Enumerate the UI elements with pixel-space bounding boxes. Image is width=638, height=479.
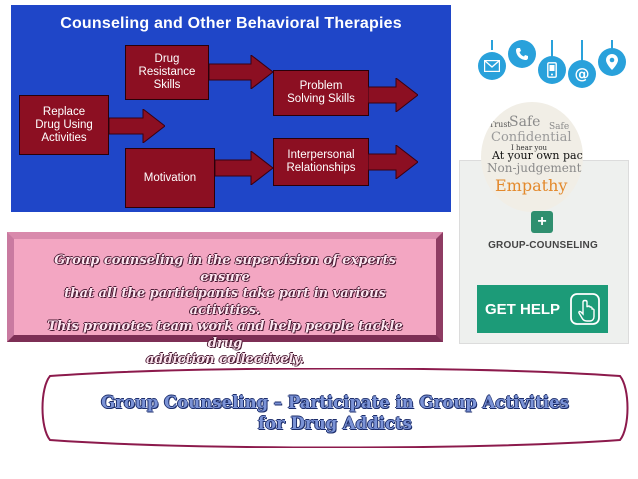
- wordcloud-word: At your own pace: [492, 149, 583, 162]
- box-drug-resistance: Drug Resistance Skills: [125, 45, 209, 100]
- plus-icon[interactable]: +: [531, 211, 553, 233]
- banner-title: Group Counseling – Participate in Group …: [40, 392, 630, 434]
- wordcloud-word: Trust: [489, 120, 511, 129]
- mail-icon[interactable]: [478, 52, 506, 80]
- arrow-icon: [368, 78, 418, 112]
- wordcloud-word: Safe: [549, 122, 570, 132]
- banner-line: Group Counseling – Participate in Group …: [101, 393, 569, 412]
- therapy-title: Counseling and Other Behavioral Therapie…: [60, 15, 402, 32]
- quote-line: This promotes team work and help people …: [47, 319, 403, 351]
- banner-line: for Drug Addicts: [258, 414, 412, 433]
- wordcloud-word: I hear you: [511, 144, 548, 152]
- arrow-icon: [368, 145, 418, 179]
- contact-connector: [491, 40, 613, 62]
- wordcloud-image: Trust Safe Safe Confidential I hear you …: [481, 102, 583, 212]
- svg-text:@: @: [575, 66, 590, 82]
- wordcloud-word: Confidential: [491, 130, 572, 145]
- mobile-icon[interactable]: [538, 56, 566, 84]
- box-motivation: Motivation: [125, 148, 215, 208]
- therapy-diagram-panel: Counseling and Other Behavioral Therapie…: [11, 5, 451, 212]
- box-problem-solving: Problem Solving Skills: [273, 70, 369, 116]
- get-help-label: GET HELP: [485, 300, 561, 318]
- phone-icon[interactable]: [508, 40, 536, 68]
- quote-line: addiction collectively.: [146, 352, 304, 367]
- quote-line: Group counseling in the supervision of e…: [54, 253, 396, 285]
- at-sign-icon[interactable]: @: [568, 60, 596, 88]
- wordcloud-word: Safe: [509, 114, 541, 130]
- box-interpersonal: Interpersonal Relationships: [273, 138, 369, 186]
- wordcloud-word: Empathy: [495, 176, 568, 195]
- quote-text: Group counseling in the supervision of e…: [14, 253, 436, 369]
- box-replace-drug-activities: Replace Drug Using Activities: [19, 95, 109, 155]
- quote-box: Group counseling in the supervision of e…: [7, 232, 443, 367]
- quote-line: that all the participants take part in v…: [64, 286, 386, 318]
- wordcloud-word: Non-judgemental: [487, 161, 583, 175]
- arrow-icon: [215, 151, 273, 185]
- banner-shape: [41, 368, 629, 448]
- arrow-icon: [209, 55, 273, 89]
- location-pin-icon[interactable]: [598, 48, 626, 76]
- get-help-button[interactable]: GET HELP: [477, 285, 608, 333]
- arrow-icon: [109, 109, 165, 143]
- tap-hand-icon: [570, 293, 600, 325]
- group-counseling-label: GROUP-COUNSELING: [488, 240, 598, 251]
